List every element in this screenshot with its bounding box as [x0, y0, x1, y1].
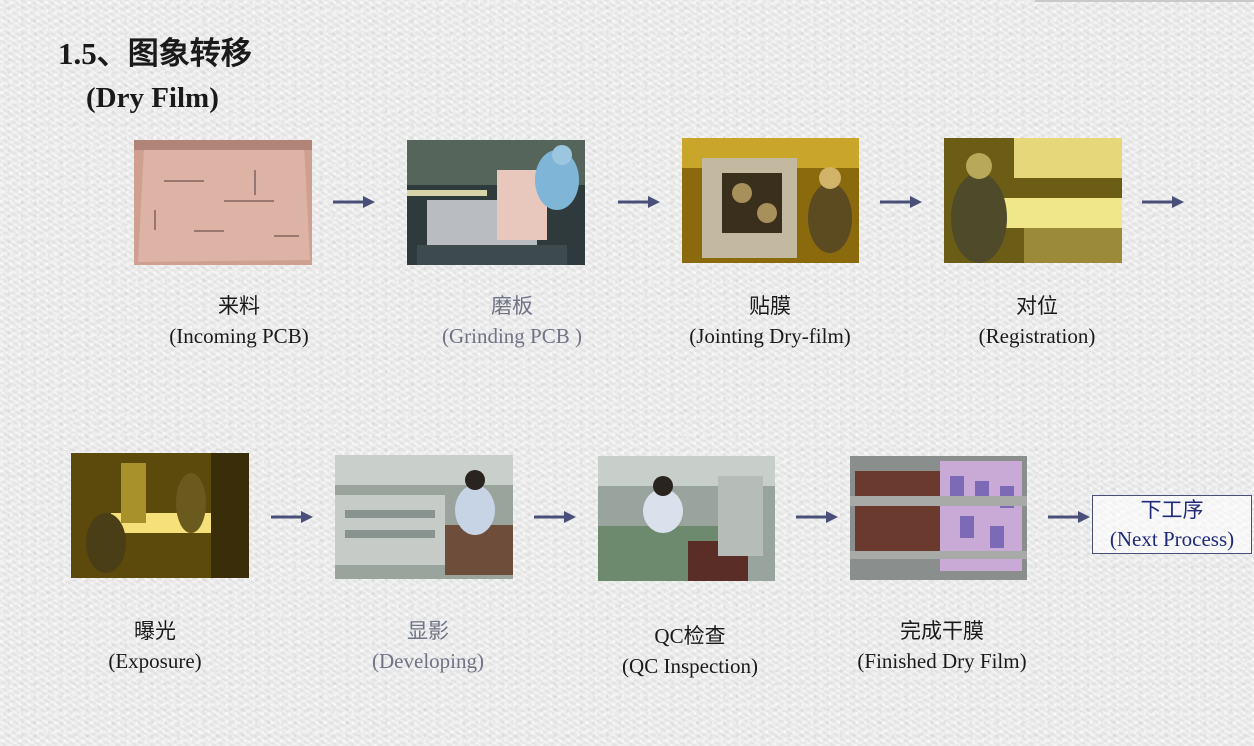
flow-arrow-5 — [271, 511, 313, 523]
step-label-cn: 来料 — [218, 294, 260, 318]
step-label-qc-inspection: QC检查 (QC Inspection) — [590, 621, 790, 681]
registration-table-photo — [944, 138, 1122, 263]
flow-arrow-1 — [333, 196, 375, 208]
step-label-finished-dry-film: 完成干膜 (Finished Dry Film) — [832, 616, 1052, 676]
top-border-line — [1035, 0, 1254, 2]
step-label-en: (Registration) — [978, 324, 1096, 348]
step-label-cn: 显影 — [407, 619, 449, 643]
step-label-cn: 磨板 — [491, 294, 533, 318]
flow-arrow-7 — [796, 511, 838, 523]
grinding-machine-photo — [407, 140, 585, 265]
step-label-cn: 贴膜 — [749, 294, 791, 318]
step-label-incoming-pcb: 来料 (Incoming PCB) — [139, 291, 339, 351]
step-label-en: (Grinding PCB ) — [441, 324, 582, 348]
step-label-cn: 完成干膜 — [900, 619, 984, 643]
step-label-en: (Jointing Dry-film) — [689, 324, 851, 348]
step-label-jointing-dry-film: 贴膜 (Jointing Dry-film) — [660, 291, 880, 351]
step-label-registration: 对位 (Registration) — [937, 291, 1137, 351]
finished-panels-photo — [850, 456, 1027, 580]
step-label-cn: QC检查 — [654, 624, 726, 648]
flow-arrow-6 — [534, 511, 576, 523]
step-label-cn: 对位 — [1016, 294, 1058, 318]
next-process-cn: 下工序 — [1140, 498, 1204, 522]
flow-arrow-3 — [880, 196, 922, 208]
step-label-exposure: 曝光 (Exposure) — [75, 616, 235, 676]
laminator-photo — [682, 138, 859, 263]
next-process-en: (Next Process) — [1109, 527, 1235, 551]
flow-arrow-8 — [1048, 511, 1090, 523]
slide-subtitle: (Dry Film) — [86, 82, 219, 114]
step-label-developing: 显影 (Developing) — [348, 616, 508, 676]
developing-line-photo — [335, 455, 513, 579]
next-process-box: 下工序 (Next Process) — [1092, 495, 1252, 554]
step-label-en: (Incoming PCB) — [169, 324, 309, 348]
step-label-en: (Developing) — [372, 649, 484, 673]
pcb-panel-photo — [134, 140, 312, 265]
step-label-en: (Exposure) — [108, 649, 202, 673]
step-label-en: (Finished Dry Film) — [857, 649, 1027, 673]
step-label-cn: 曝光 — [134, 619, 176, 643]
qc-inspection-photo — [598, 456, 775, 581]
exposure-room-photo — [71, 453, 249, 578]
slide-title: 1.5、图象转移 — [58, 36, 252, 71]
flow-arrow-4 — [1142, 196, 1184, 208]
step-label-en: (QC Inspection) — [622, 654, 758, 678]
flow-arrow-2 — [618, 196, 660, 208]
step-label-grinding-pcb: 磨板 (Grinding PCB ) — [402, 291, 622, 351]
